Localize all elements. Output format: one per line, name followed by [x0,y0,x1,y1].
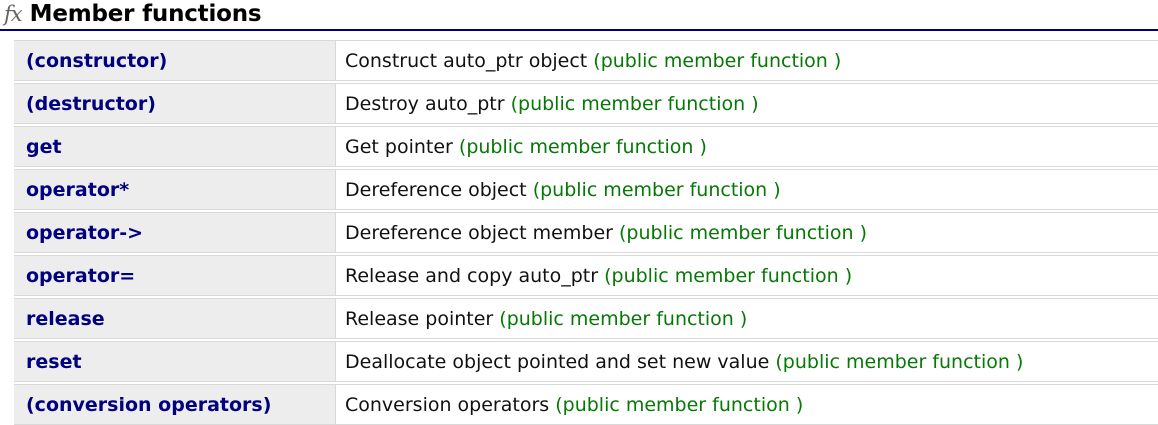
row-spacer [14,167,1158,170]
member-function-link[interactable]: reset [14,341,336,383]
member-function-link[interactable]: (destructor) [14,83,336,125]
row-spacer-cell [14,167,1158,170]
member-function-link[interactable]: operator-> [14,212,336,254]
member-function-description-cell: Release pointer (public member function … [336,298,1158,340]
member-function-description-cell: Conversion operators (public member func… [336,384,1158,425]
member-function-kind: (public member function ) [510,92,759,115]
member-function-kind: (public member function ) [775,350,1024,373]
member-function-kind: (public member function ) [593,49,842,72]
member-function-link[interactable]: get [14,126,336,168]
member-function-description: Dereference object member [345,221,613,244]
member-function-description-cell: Dereference object member (public member… [336,212,1158,254]
member-function-kind: (public member function ) [555,393,804,416]
row-spacer-cell [14,81,1158,84]
member-function-link[interactable]: operator* [14,169,336,211]
member-function-link[interactable]: operator= [14,255,336,297]
row-spacer [14,81,1158,84]
row-spacer-cell [14,296,1158,299]
member-function-description: Destroy auto_ptr [345,92,505,115]
member-function-description: Release pointer [345,307,494,330]
row-spacer [14,210,1158,213]
member-function-description: Release and copy auto_ptr [345,264,599,287]
member-function-description-cell: Deallocate object pointed and set new va… [336,341,1158,383]
member-function-description-cell: Dereference object (public member functi… [336,169,1158,211]
table-row[interactable]: operator=Release and copy auto_ptr (publ… [14,255,1158,297]
member-function-link[interactable]: (constructor) [14,40,336,82]
member-function-kind: (public member function ) [458,135,707,158]
member-function-kind: (public member function ) [499,307,748,330]
member-function-description: Get pointer [345,135,453,158]
row-spacer [14,124,1158,127]
table-row[interactable]: (conversion operators)Conversion operato… [14,384,1158,425]
row-spacer-cell [14,124,1158,127]
member-function-link[interactable]: release [14,298,336,340]
member-functions-table-body: (constructor)Construct auto_ptr object (… [14,40,1158,425]
table-row[interactable]: operator*Dereference object (public memb… [14,169,1158,211]
member-functions-table: (constructor)Construct auto_ptr object (… [14,40,1158,425]
member-function-description-cell: Destroy auto_ptr (public member function… [336,83,1158,125]
member-function-kind: (public member function ) [604,264,853,287]
table-row[interactable]: (constructor)Construct auto_ptr object (… [14,40,1158,82]
page-title: Member functions [29,1,262,27]
table-row[interactable]: operator->Dereference object member (pub… [14,212,1158,254]
member-function-description: Dereference object [345,178,527,201]
member-function-description: Deallocate object pointed and set new va… [345,350,770,373]
row-spacer [14,382,1158,385]
member-function-description: Conversion operators [345,393,550,416]
table-row[interactable]: reset Deallocate object pointed and set n… [14,341,1158,383]
member-function-link[interactable]: (conversion operators) [14,384,336,425]
row-spacer [14,253,1158,256]
member-function-kind: (public member function ) [619,221,867,244]
section-header: fx Member functions [0,0,1158,32]
row-spacer [14,296,1158,299]
member-function-description-cell: Get pointer (public member function ) [336,126,1158,168]
member-function-kind: (public member function ) [532,178,781,201]
row-spacer-cell [14,339,1158,342]
row-spacer-cell [14,382,1158,385]
member-function-description: Construct auto_ptr object [345,49,588,72]
table-row[interactable]: (destructor)Destroy auto_ptr (public mem… [14,83,1158,125]
row-spacer-cell [14,253,1158,256]
member-function-description-cell: Construct auto_ptr object (public member… [336,40,1158,82]
member-function-description-cell: Release and copy auto_ptr (public member… [336,255,1158,297]
row-spacer-cell [14,210,1158,213]
row-spacer [14,339,1158,342]
fx-icon: fx [4,2,23,26]
